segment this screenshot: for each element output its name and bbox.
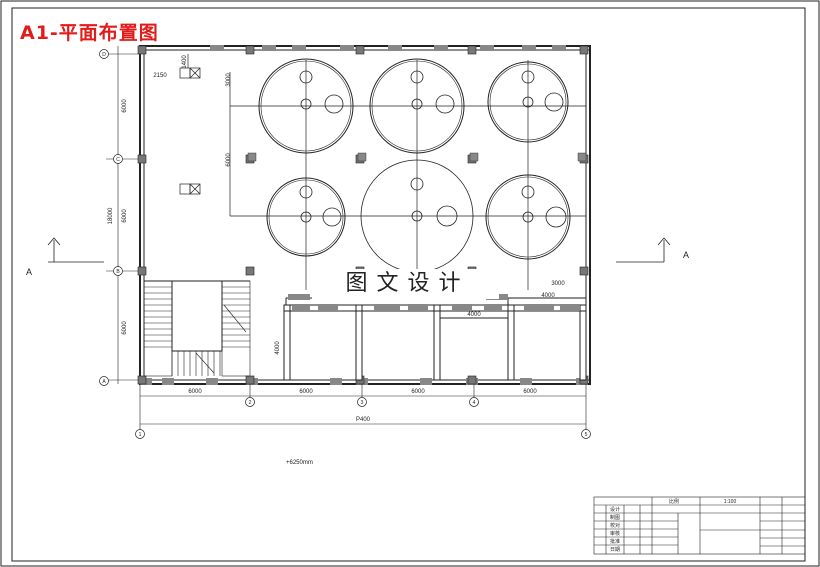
title-block-row-label: 校对 [610,522,620,529]
axis-label-A: A [102,379,106,385]
axis-label-1: 1 [139,432,142,438]
axis-bubbles-left [99,49,123,386]
dim-tank-note-3: 4000 [467,312,481,318]
dim-inner-b: 6000 [226,153,232,167]
dim-bottom-4: 6000 [523,389,537,395]
axis-label-3: 3 [361,400,364,406]
title-block-row-label: 日期 [610,547,620,553]
wall-hatch-top [210,45,566,51]
staircase [143,280,251,377]
axis-label-D: D [102,52,106,58]
sheet-border-inner [11,7,806,562]
axis-bubbles-bottom [135,397,591,439]
dim-equip-b: 2150 [153,73,167,79]
section-label-right: A [683,250,689,260]
dim-overall: P400 [356,417,371,423]
elevation-note: +6250mm [286,460,313,466]
dim-left-1: 6000 [122,99,128,113]
watermark-text: 图文设计 [316,269,499,299]
pier-markers [247,152,587,162]
dim-tank-note-2: 4000 [541,293,555,299]
equipment-boxes [179,54,201,195]
drawing-title: A1-平面布置图 [20,22,159,44]
dim-bottom-2: 6000 [299,389,313,395]
section-label-left: A [26,267,32,277]
title-block-row-label: 设计 [610,506,620,513]
title-block-scale-label: 比例 [669,498,679,505]
dim-left-3: 6000 [122,321,128,335]
title-block [593,496,806,555]
axis-label-B: B [116,269,120,275]
section-mark-left [47,237,104,263]
axis-leader-lines [106,46,587,432]
title-block-scale-value: 1:100 [724,499,737,505]
axis-label-5: 5 [585,432,588,438]
axis-label-C: C [116,157,120,163]
title-block-row-label: 制图 [610,514,620,521]
dim-inner-a: 3000 [226,73,232,87]
dim-equip-a: 1400 [182,55,188,69]
tank-row-2 [266,159,571,273]
title-block-row-label: 审核 [610,530,620,537]
tank-grid-lines [229,60,586,290]
structural-columns [137,45,589,385]
dim-tank-note-1: 3000 [551,281,565,287]
tank-row-1 [258,58,569,154]
section-mark-right [616,237,671,263]
title-block-row-label: 批准 [610,538,620,545]
dim-left-2: 6000 [122,209,128,223]
dim-bottom-3: 6000 [411,389,425,395]
axis-label-4: 4 [473,400,476,406]
building-outline [139,45,591,385]
dim-room-height: 4000 [275,341,281,355]
dim-bottom-1: 6000 [188,389,202,395]
axis-label-2: 2 [249,400,252,406]
dim-left-total: 18000 [108,207,114,224]
